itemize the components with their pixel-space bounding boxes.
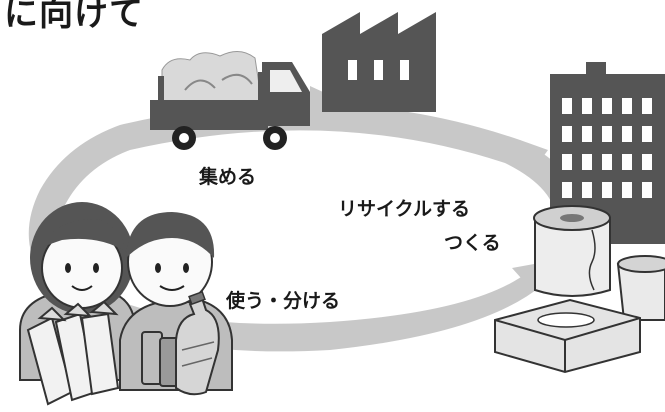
recycle-label: リサイクルする bbox=[338, 198, 471, 220]
toilet-paper-icon bbox=[533, 205, 611, 297]
tissue-box-icon bbox=[494, 298, 641, 374]
milk-carton-icon bbox=[26, 300, 120, 406]
cup-icon bbox=[616, 255, 665, 321]
use-sort-label: 使う・分ける bbox=[226, 290, 341, 312]
truck-icon bbox=[150, 51, 310, 150]
can-icon bbox=[141, 331, 181, 387]
pet-bottle-icon bbox=[175, 290, 220, 396]
page-title: に向けて bbox=[4, 0, 144, 34]
factory-icon bbox=[322, 12, 436, 112]
collect-label: 集める bbox=[199, 166, 257, 188]
make-label: つくる bbox=[444, 232, 501, 254]
